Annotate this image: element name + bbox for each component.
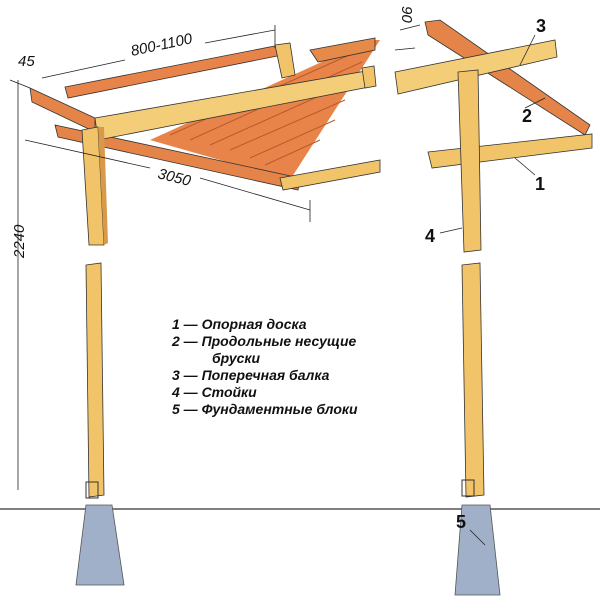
callout-leaders [439,34,546,546]
callout-1: 1 [535,174,545,194]
beam-3 [394,39,558,95]
legend-item: 2 — Продольные несущие [172,333,357,349]
right-foundation-block [454,504,501,596]
dim-overhang: 45 [18,53,35,70]
callout-5: 5 [456,512,466,532]
roof-slats [150,37,380,180]
right-anchor [461,479,475,497]
right-post-upper [457,69,482,253]
dim-length: 3050 [156,165,193,190]
dim-slat-spacing: 800-1100 [129,30,194,60]
beam-2 [424,19,591,136]
callout-2: 2 [522,106,532,126]
legend-item: 3 — Поперечная балка [172,367,330,383]
back-rail [64,44,283,99]
dim-height: 2240 [11,224,28,259]
legend-item: 5 — Фундаментные блоки [172,401,358,417]
dim-beam-depth: 90 [398,6,415,23]
left-foundation-block [75,504,125,586]
beam-1 [427,133,593,169]
legend: 1 — Опорная доска 2 — Продольные несущие… [172,316,358,418]
callout-4: 4 [425,226,435,246]
legend-item: 1 — Опорная доска [172,316,307,332]
dimension-lines [9,24,421,490]
callout-3: 3 [536,16,546,36]
legend-item-continued: бруски [212,350,261,366]
legend-item: 4 — Стойки [172,384,257,400]
support-board-left [279,159,381,191]
right-post-lower [461,262,485,498]
long-beam-left [54,124,301,191]
left-post-lower [85,262,105,498]
left-anchor [85,481,99,499]
